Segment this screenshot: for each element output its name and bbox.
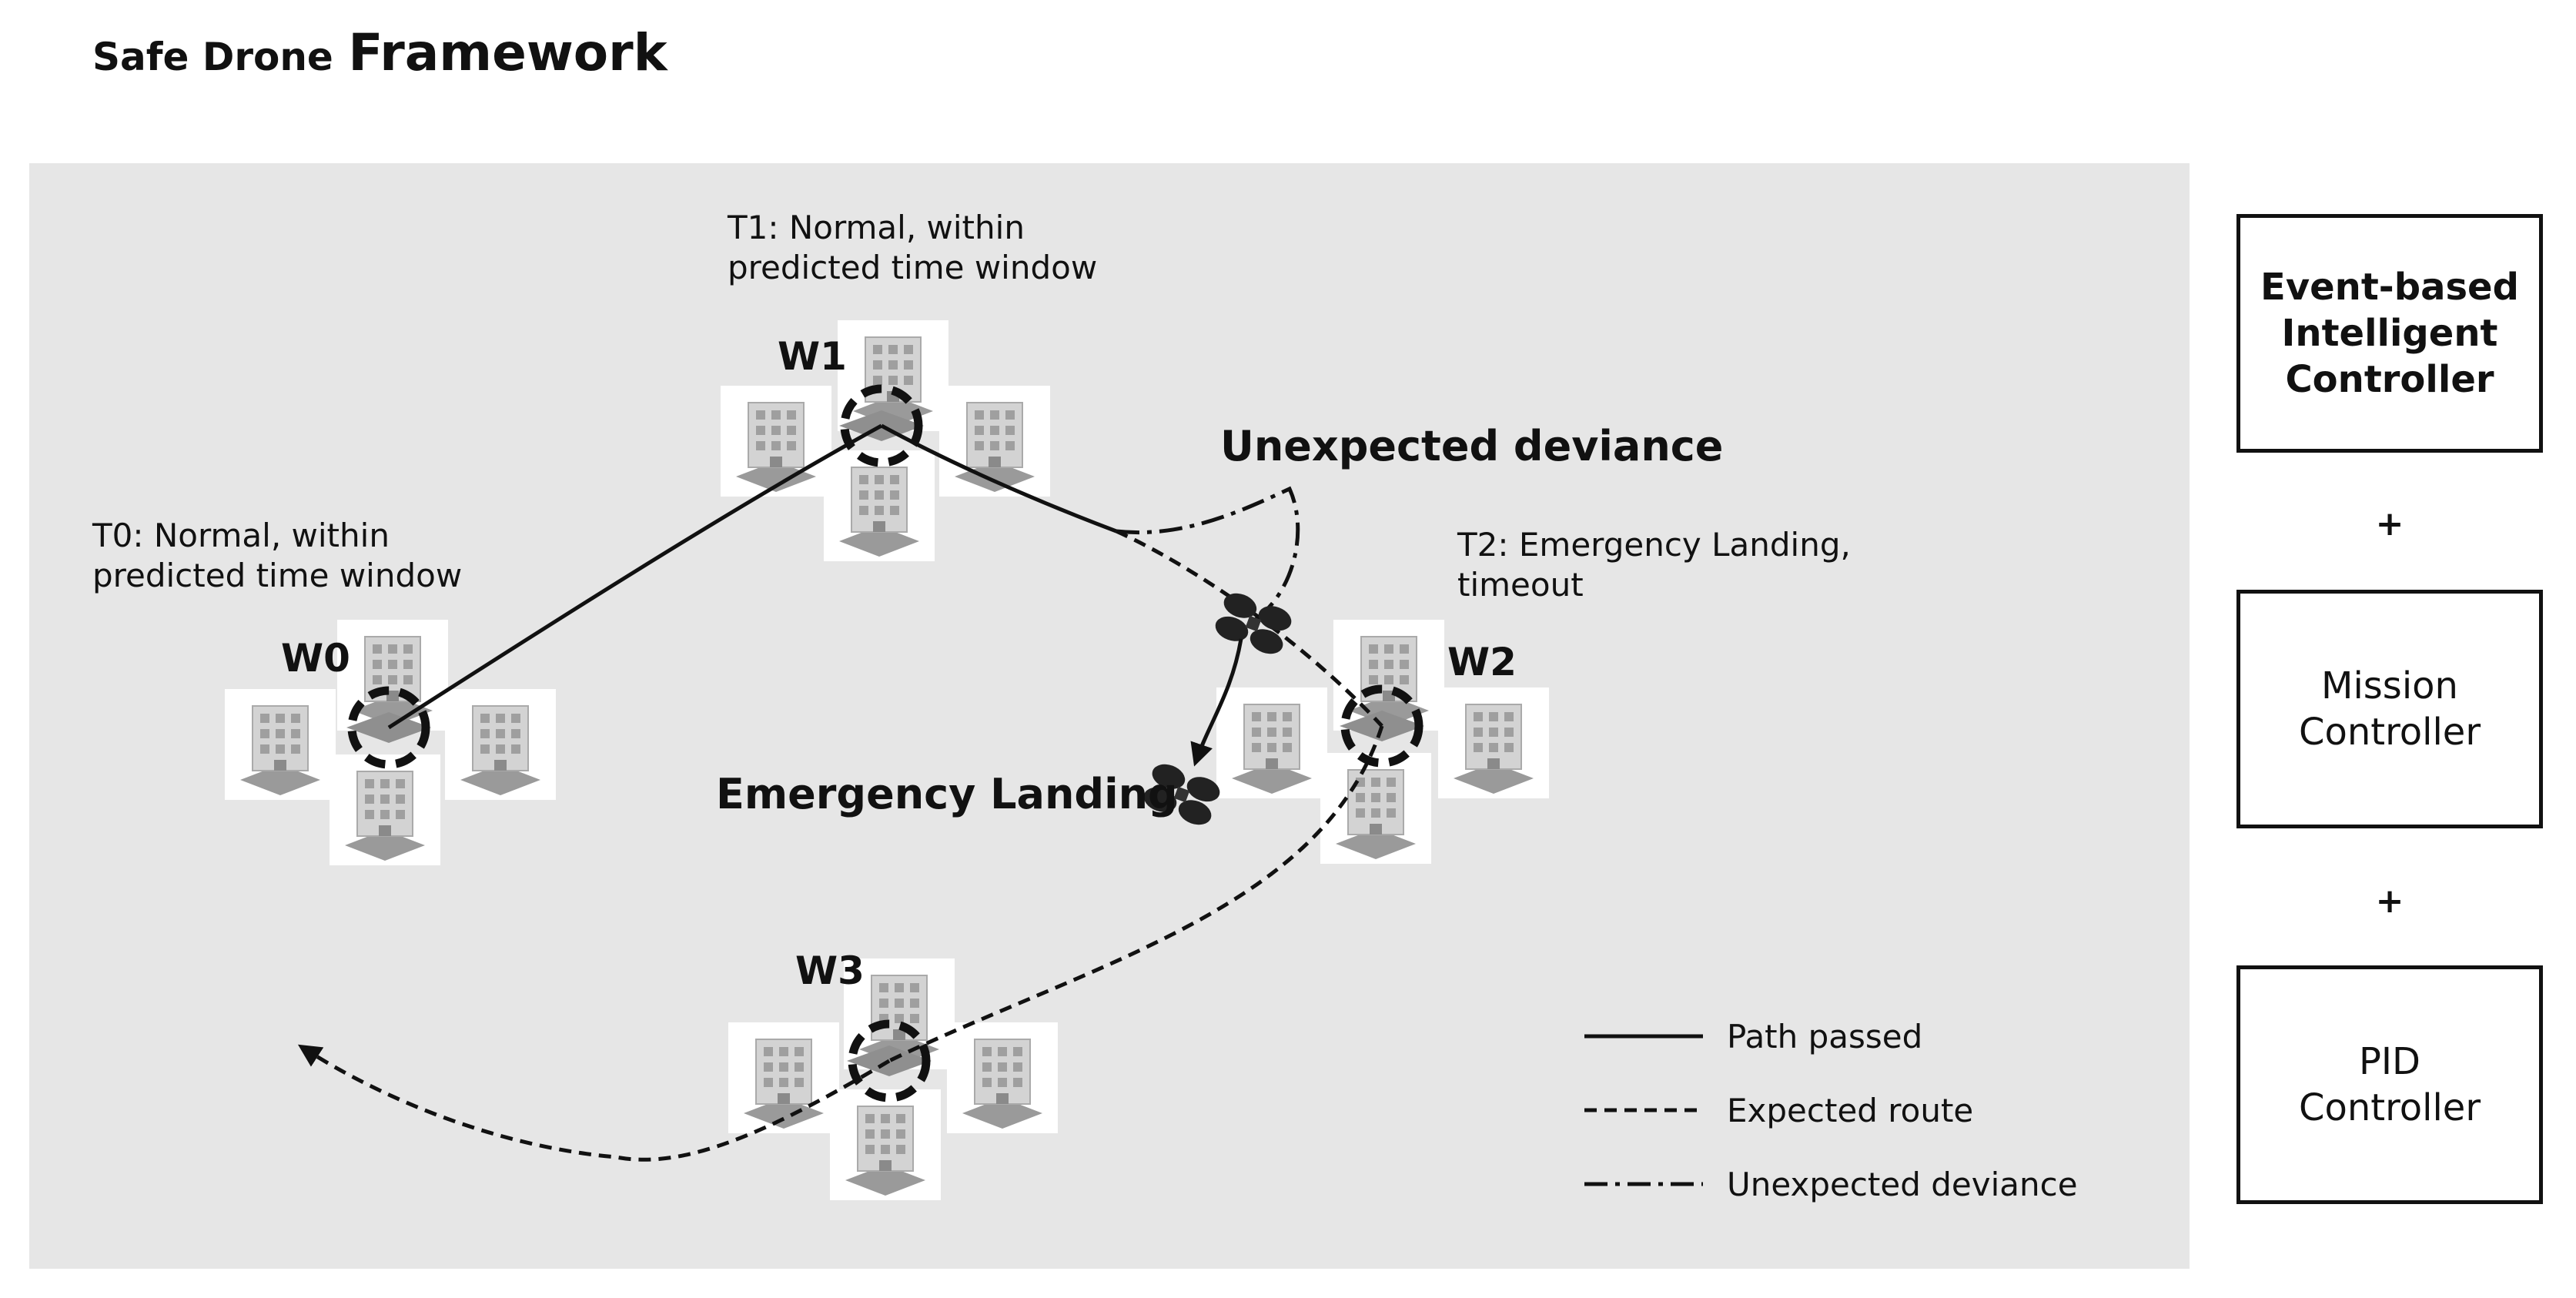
event-based-controller-box: Event-based Intelligent Controller <box>2236 214 2543 453</box>
waypoint-circle-w3 <box>848 1019 931 1102</box>
emergency-landing-label: Emergency Landing <box>716 770 1178 818</box>
page-title: Safe Drone Framework <box>92 23 667 82</box>
building-icon <box>720 385 832 497</box>
emergency-landing-arrow <box>1190 638 1243 767</box>
mission-controller-box: Mission Controller <box>2236 590 2543 828</box>
title-part2: Framework <box>348 23 667 82</box>
title-part1: Safe Drone <box>92 35 333 79</box>
annotation-t1-line2: predicted time window <box>728 249 1097 286</box>
legend: Path passed Expected route Unexpected de… <box>1584 1018 2078 1203</box>
expected-route-w1-w2 <box>1115 529 1383 728</box>
waypoint-circle-w0 <box>347 686 430 769</box>
unexpected-deviance-label: Unexpected deviance <box>1220 422 1723 470</box>
legend-label-expected-route: Expected route <box>1727 1092 1973 1129</box>
event-based-line1: Event-based <box>2260 266 2519 309</box>
building-icon <box>728 1022 840 1134</box>
expected-route-w2-w3 <box>888 725 1384 1063</box>
waypoint-label-w3: W3 <box>795 948 865 993</box>
waypoint-label-w0: W0 <box>281 636 350 681</box>
building-icon <box>224 688 336 801</box>
legend-label-path-passed: Path passed <box>1727 1018 1922 1055</box>
waypoint-cluster-w3 <box>728 958 1059 1201</box>
path-passed-w0-w1 <box>387 423 883 730</box>
event-based-line2: Intelligent <box>2281 312 2498 355</box>
building-icon <box>823 450 935 562</box>
building-icon <box>329 754 441 866</box>
pid-line2: Controller <box>2298 1086 2481 1129</box>
waypoint-label-w2: W2 <box>1447 640 1517 684</box>
building-icon <box>829 1089 942 1201</box>
path-passed-w1-deviance <box>880 423 1117 534</box>
annotation-t2-line1: T2: Emergency Landing, <box>1457 526 1851 564</box>
event-based-line3: Controller <box>2285 358 2494 401</box>
mission-line1: Mission <box>2321 664 2458 708</box>
building-icon <box>444 688 557 801</box>
building-icon <box>837 319 949 432</box>
building-icon <box>1216 687 1328 799</box>
unexpected-deviance-path <box>1116 486 1300 622</box>
drone-icon <box>1212 589 1295 658</box>
plus-sign-1: + <box>2375 504 2404 544</box>
pid-line1: PID <box>2358 1040 2421 1083</box>
pid-controller-box: PID Controller <box>2236 965 2543 1204</box>
building-icon <box>1320 752 1432 865</box>
waypoint-cluster-w0 <box>224 619 557 866</box>
waypoint-circle-w2 <box>1340 684 1423 768</box>
expected-route-w3-onward <box>297 1044 891 1162</box>
annotation-t0-line2: predicted time window <box>92 557 462 594</box>
annotation-t1-line1: T1: Normal, within <box>727 209 1025 246</box>
waypoint-label-w1: W1 <box>778 334 847 379</box>
building-icon <box>1437 687 1550 799</box>
waypoint-circle-w1 <box>840 384 923 467</box>
mission-line2: Controller <box>2298 711 2481 754</box>
waypoint-cluster-w1 <box>720 319 1051 562</box>
building-icon <box>946 1022 1059 1134</box>
legend-label-unexpected-deviance: Unexpected deviance <box>1727 1166 2078 1203</box>
annotation-t2-line2: timeout <box>1457 566 1584 604</box>
plus-sign-2: + <box>2375 882 2404 921</box>
annotation-t0-line1: T0: Normal, within <box>92 517 390 554</box>
